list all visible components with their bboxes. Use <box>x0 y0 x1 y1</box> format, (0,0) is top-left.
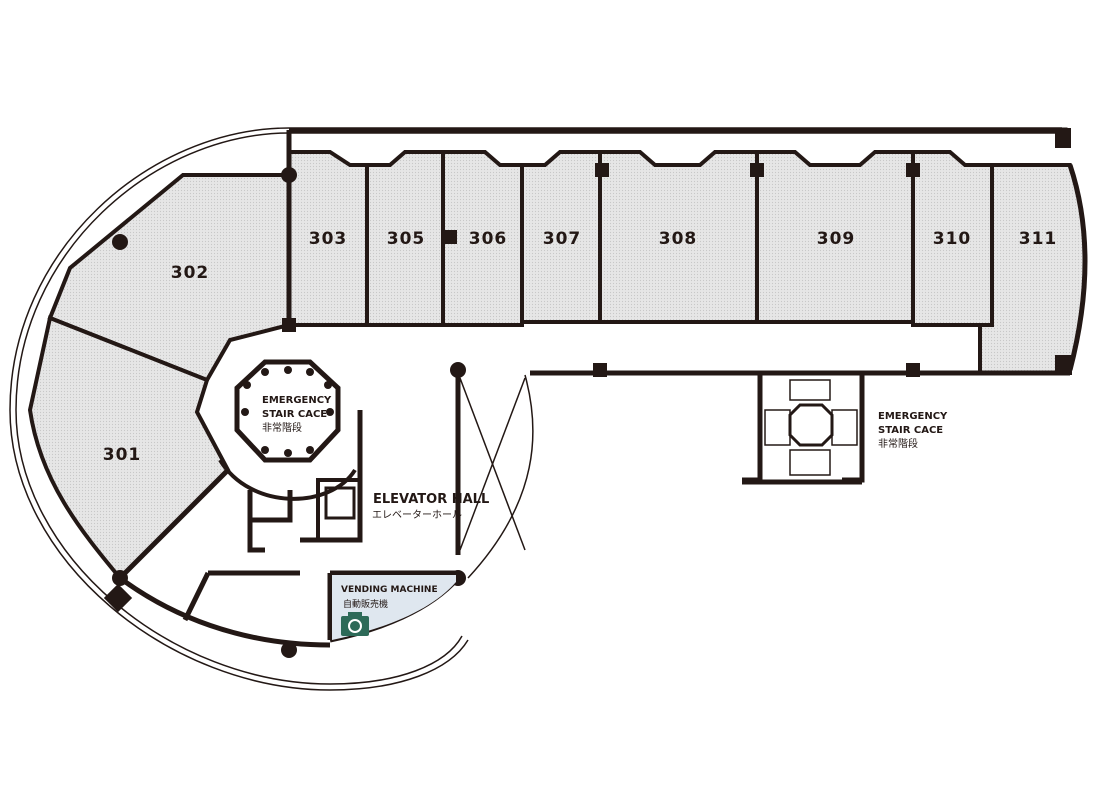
room-label-301: 301 <box>103 445 142 465</box>
columns <box>103 128 1071 658</box>
room-label-311: 311 <box>1019 229 1058 249</box>
room-label-306: 306 <box>469 229 508 249</box>
east-stair <box>764 379 858 476</box>
room-label-305: 305 <box>387 229 426 249</box>
stair-east-label-en1: EMERGENCY <box>878 411 948 422</box>
stair-center-label-jp: 非常階段 <box>262 421 302 434</box>
camera-icon[interactable] <box>341 612 369 636</box>
elevator-hall-label-jp: エレベーターホール <box>372 509 462 521</box>
vending-area[interactable] <box>332 575 456 640</box>
room-label-308: 308 <box>659 229 698 249</box>
room-label-307: 307 <box>543 229 582 249</box>
room-label-303: 303 <box>309 229 348 249</box>
stair-east-label-jp: 非常階段 <box>878 437 918 450</box>
room-311[interactable] <box>978 163 1087 375</box>
central-stair <box>218 359 357 501</box>
room-label-310: 310 <box>933 229 972 249</box>
vending-label-jp: 自動販売機 <box>343 598 388 610</box>
stair-center-label-en2: STAIR CACE <box>262 409 327 420</box>
stair-center-label-en1: EMERGENCY <box>262 395 332 406</box>
elevator-hall-label: ELEVATOR HALL <box>373 492 489 507</box>
room-label-302: 302 <box>171 263 210 283</box>
room-309[interactable] <box>755 150 915 324</box>
room-308[interactable] <box>598 150 759 324</box>
room-label-309: 309 <box>817 229 856 249</box>
stair-east-label-en2: STAIR CACE <box>878 425 943 436</box>
vending-label: VENDING MACHINE <box>341 585 438 595</box>
